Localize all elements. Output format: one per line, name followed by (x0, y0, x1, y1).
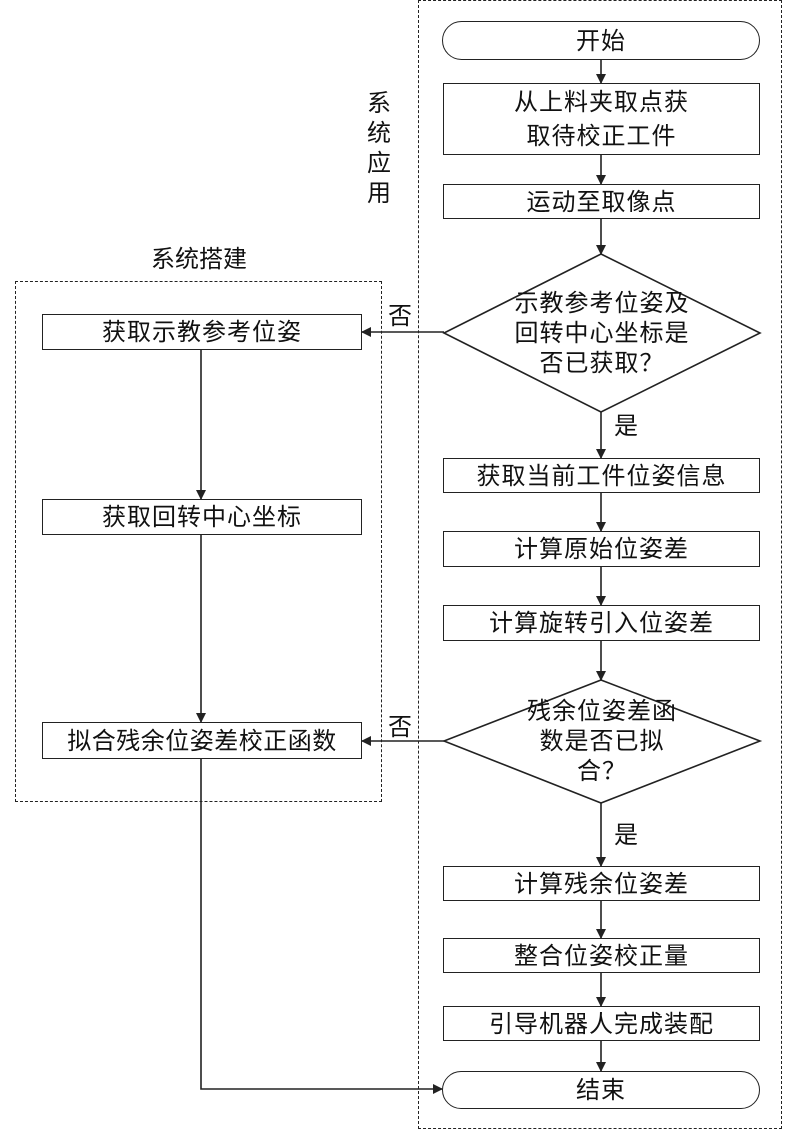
branch-label-yes-1: 是 (614, 412, 638, 440)
step-get-rotation-center: 获取回转中心坐标 (42, 499, 362, 535)
step-get-workpiece: 从上料夹取点获取待校正工件 (443, 83, 760, 155)
decision-diamond-residual-fitted (441, 679, 763, 804)
end-terminal: 结束 (442, 1071, 760, 1109)
step-fit-residual-function: 拟合残余位姿差校正函数 (42, 722, 362, 759)
decision-residual-fitted-text: 残余位姿差函数是否已拟合？ (527, 697, 677, 785)
system-app-title: 系统应用 (367, 89, 391, 207)
branch-label-no-1: 否 (388, 302, 412, 330)
decision-diamond-reference-acquired (442, 253, 762, 413)
system-build-title: 系统搭建 (151, 245, 247, 273)
branch-label-yes-2: 是 (614, 821, 638, 849)
system-build-frame (15, 281, 382, 802)
arrow-fit-to-end (200, 759, 443, 1094)
step-calc-residual-diff: 计算残余位姿差 (443, 866, 760, 901)
step-get-teach-reference: 获取示教参考位姿 (42, 314, 362, 350)
step-integrate-correction: 整合位姿校正量 (443, 938, 760, 973)
step-get-current-pose: 获取当前工件位姿信息 (443, 458, 760, 493)
start-terminal: 开始 (442, 21, 760, 60)
branch-label-no-2: 否 (388, 713, 412, 741)
step-move-to-capture: 运动至取像点 (443, 184, 760, 219)
step-guide-robot: 引导机器人完成装配 (443, 1006, 760, 1041)
step-calc-rotation-diff: 计算旋转引入位姿差 (443, 605, 760, 641)
decision-reference-acquired-text: 示教参考位姿及回转中心坐标是否已获取？ (514, 289, 690, 377)
step-calc-original-diff: 计算原始位姿差 (443, 531, 760, 567)
